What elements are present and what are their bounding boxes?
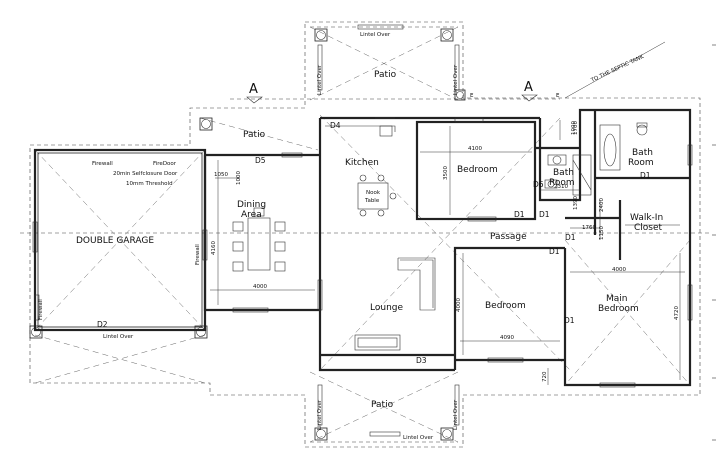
- dim-bedroom-height: 3500: [443, 166, 449, 180]
- room-bath-small: Bath Room: [549, 168, 575, 188]
- septic-note: TO THE SEPTIC TANK: [589, 54, 645, 84]
- dim-1390: 1390: [573, 196, 579, 210]
- dim-dining-height: 4160: [211, 241, 217, 255]
- room-lounge: Lounge: [370, 303, 403, 313]
- door-d1-bath-main: D1: [640, 171, 651, 180]
- lintel-over-garage: Lintel Over: [103, 334, 134, 340]
- lintel-over-left-bottom: Lintel Over: [317, 399, 323, 430]
- room-main-bedroom-line2: Bedroom: [598, 304, 639, 314]
- door-d6: D6: [533, 180, 544, 189]
- lintel-over-left-top: Lintel Over: [317, 64, 323, 95]
- door-d4: D4: [330, 121, 341, 130]
- lintel-over-right-bottom: Lintel Over: [453, 399, 459, 430]
- door-d1-bath: D1: [539, 210, 550, 219]
- room-kitchen: Kitchen: [345, 158, 379, 168]
- svg-text:Table: Table: [364, 198, 380, 204]
- windows: [32, 24, 693, 437]
- dim-bedroom-width: 4100: [468, 146, 482, 152]
- walls: [33, 108, 692, 387]
- room-dining: Dining Area: [237, 200, 266, 220]
- section-a-right: A: [524, 80, 533, 95]
- svg-text:Nook: Nook: [366, 190, 381, 196]
- door-d3: D3: [416, 356, 427, 365]
- firewall-right: Firewall: [195, 244, 201, 265]
- dim-1050: 1050: [214, 172, 228, 178]
- room-bath-small-line1: Bath: [553, 168, 574, 178]
- room-walkin-line1: Walk-In: [630, 213, 663, 223]
- room-dining-line2: Area: [241, 210, 262, 220]
- furniture: [232, 122, 680, 351]
- room-bath-main-line2: Room: [628, 158, 654, 168]
- dim-1760: 1760: [582, 225, 596, 231]
- dim-bedroom-mid-width: 4090: [500, 335, 514, 341]
- room-dining-line1: Dining: [237, 200, 266, 210]
- dim-1000b: 1000: [571, 121, 577, 135]
- firewall-left: Firewall: [38, 299, 44, 320]
- dim-2400: 2400: [599, 198, 605, 212]
- room-bedroom-top: Bedroom: [457, 165, 498, 175]
- dimension-lines: [210, 41, 685, 385]
- room-bath-main: Bath Room: [628, 148, 654, 168]
- door-d1-closet: D1: [549, 247, 560, 256]
- lintel-over-right-top: Lintel Over: [453, 64, 459, 95]
- room-patio-left: Patio: [243, 130, 266, 140]
- threshold-note: 10mm Threshold: [126, 181, 173, 187]
- door-d5: D5: [255, 156, 266, 165]
- room-main-bedroom-line1: Main: [606, 294, 628, 304]
- room-bath-small-line2: Room: [549, 178, 575, 188]
- room-bath-main-line1: Bath: [632, 148, 653, 158]
- dim-1700: 1700: [573, 121, 579, 135]
- room-main-bedroom: Main Bedroom: [598, 294, 639, 314]
- door-d1-passage: D1: [565, 233, 576, 242]
- mark-e2: E: [556, 93, 560, 99]
- lintel-over-bottom: Lintel Over: [403, 435, 434, 441]
- patio-posts: [29, 28, 466, 441]
- margin-ticks: [712, 44, 716, 441]
- firedoor-note: FireDoor: [153, 161, 177, 167]
- self-closure-note: 20min Selfclosure Door: [113, 171, 178, 177]
- dim-main-width: 4000: [612, 267, 626, 273]
- room-walkin-line2: Closet: [634, 223, 663, 233]
- mark-e1: E: [470, 93, 474, 99]
- dining-table: [247, 217, 271, 271]
- dim-720: 720: [542, 371, 548, 382]
- lintel-over-top: Lintel Over: [360, 32, 391, 38]
- dim-2310: 2310: [554, 184, 568, 190]
- nook-table: [357, 182, 389, 210]
- room-bedroom-mid: Bedroom: [485, 301, 526, 311]
- dim-bedroom-mid-height: 4000: [456, 298, 462, 312]
- roof-hips: [34, 26, 691, 443]
- dim-main-height: 4720: [674, 306, 680, 320]
- dim-1150: 1150: [599, 226, 605, 240]
- roof-outline: [20, 21, 712, 448]
- section-arrow-left: [246, 96, 263, 104]
- room-walkin: Walk-In Closet: [630, 213, 663, 233]
- room-double-garage: DOUBLE GARAGE: [76, 236, 154, 246]
- dim-dining-width: 4000: [253, 284, 267, 290]
- room-patio-top: Patio: [374, 70, 397, 80]
- dim-1000: 1000: [236, 171, 242, 185]
- firewall-top: Firewall: [92, 161, 113, 167]
- room-passage: Passage: [490, 232, 527, 242]
- door-d1-main: D1: [564, 316, 575, 325]
- section-a-left: A: [249, 82, 258, 97]
- door-d2: D2: [97, 320, 108, 329]
- room-patio-bottom: Patio: [371, 400, 394, 410]
- nook-table-label: Nook Table: [364, 190, 381, 204]
- door-d1-bedroom: D1: [514, 210, 525, 219]
- section-arrow-right: [521, 94, 538, 102]
